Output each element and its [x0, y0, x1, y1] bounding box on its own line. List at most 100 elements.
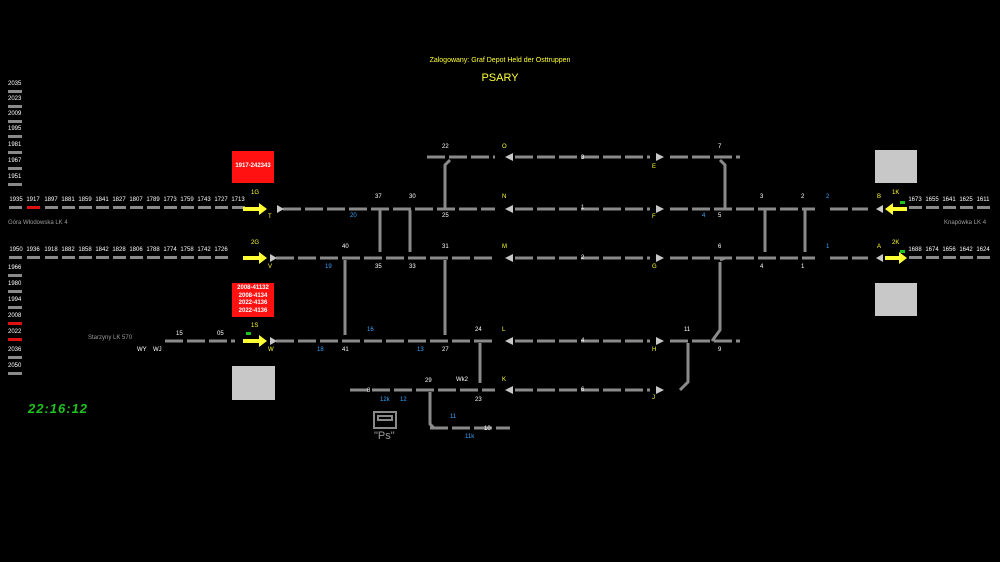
train-number[interactable]: 1726	[214, 247, 228, 253]
train-number[interactable]: 1625	[959, 197, 973, 203]
signal-W[interactable]: W	[268, 347, 274, 353]
train-number[interactable]: 1917	[26, 197, 40, 203]
switch-number[interactable]: 4	[760, 264, 764, 270]
train-number[interactable]: 1935	[9, 197, 23, 203]
switch-number[interactable]: 33	[409, 264, 416, 270]
signal-2K[interactable]: 2K	[892, 240, 900, 246]
train-number[interactable]: 1759	[180, 197, 194, 203]
switch-number[interactable]: 8	[367, 388, 371, 394]
train-number[interactable]: 1611	[976, 197, 990, 203]
train-number[interactable]: 1842	[95, 247, 109, 253]
train-number[interactable]: 1827	[112, 197, 126, 203]
train-number[interactable]: 1881	[61, 197, 75, 203]
signal-O[interactable]: O	[502, 144, 507, 150]
train-number[interactable]: 1897	[44, 197, 58, 203]
signal-Wk2[interactable]: Wk2	[456, 377, 468, 383]
switch-number[interactable]: 37	[375, 194, 382, 200]
switch-number[interactable]: 40	[342, 244, 349, 250]
signal-1S[interactable]: 1S	[251, 323, 259, 329]
blue-block-number[interactable]: 19	[325, 264, 332, 270]
switch-number[interactable]: 41	[342, 347, 349, 353]
switch-number[interactable]: 2	[801, 194, 805, 200]
blue-block-number[interactable]: 20	[350, 213, 357, 219]
switch-number[interactable]: 22	[442, 144, 449, 150]
signal-1K[interactable]: 1K	[892, 190, 900, 196]
blue-block-number[interactable]: 11k	[465, 434, 475, 440]
blue-block-number[interactable]: 1	[826, 244, 830, 250]
train-number[interactable]: 1936	[26, 247, 40, 253]
train-number[interactable]: 1656	[942, 247, 956, 253]
train-number[interactable]: 1828	[112, 247, 126, 253]
train-number[interactable]: 1789	[146, 197, 160, 203]
switch-number[interactable]: 6	[718, 244, 722, 250]
signal-T[interactable]: T	[268, 214, 272, 220]
switch-number[interactable]: 25	[442, 213, 449, 219]
switch-number[interactable]: 15	[176, 331, 183, 337]
train-number[interactable]: 1859	[78, 197, 92, 203]
signal-1G[interactable]: 1G	[251, 190, 260, 196]
blue-block-number[interactable]: 4	[702, 213, 706, 219]
signal-H[interactable]: H	[652, 347, 657, 353]
signal-WJ[interactable]: WJ	[153, 347, 162, 353]
signal-K[interactable]: K	[502, 377, 507, 383]
train-number[interactable]: 1642	[959, 247, 973, 253]
signal-2G[interactable]: 2G	[251, 240, 260, 246]
train-number[interactable]: 1841	[95, 197, 109, 203]
train-number[interactable]: 1688	[908, 247, 922, 253]
signal-A[interactable]: A	[877, 244, 882, 250]
signal-V[interactable]: V	[268, 264, 273, 270]
switch-number[interactable]: 27	[442, 347, 449, 353]
switch-number[interactable]: 11	[684, 327, 691, 333]
signal-G[interactable]: G	[652, 264, 657, 270]
blue-block-number[interactable]: 11	[450, 414, 457, 420]
train-number[interactable]: 1742	[197, 247, 211, 253]
train-number[interactable]: 1950	[9, 247, 23, 253]
signal-L[interactable]: L	[502, 327, 506, 333]
signal-E[interactable]: E	[652, 164, 657, 170]
blue-block-number[interactable]: 13	[417, 347, 424, 353]
switch-number[interactable]: 29	[425, 378, 432, 384]
ps-signal-label[interactable]: "Ps"	[374, 430, 395, 442]
train-number[interactable]: 1788	[146, 247, 160, 253]
blue-block-number[interactable]: 16	[367, 327, 374, 333]
switch-number[interactable]: 35	[375, 264, 382, 270]
switch-number[interactable]: 30	[409, 194, 416, 200]
train-number[interactable]: 1624	[976, 247, 990, 253]
signal-F[interactable]: F	[652, 214, 656, 220]
empty-slot-box-lower-left[interactable]	[232, 366, 275, 400]
signal-WY[interactable]: WY	[137, 347, 147, 353]
train-number[interactable]: 1743	[197, 197, 211, 203]
switch-number[interactable]: 9	[718, 347, 722, 353]
train-number[interactable]: 1713	[231, 197, 245, 203]
train-number[interactable]: 1641	[942, 197, 956, 203]
switch-number[interactable]: 7	[718, 144, 722, 150]
blue-block-number[interactable]: 2	[826, 194, 830, 200]
train-number[interactable]: 1674	[925, 247, 939, 253]
empty-slot-box-right-bottom[interactable]	[875, 283, 917, 316]
train-number[interactable]: 1758	[180, 247, 194, 253]
blue-block-number[interactable]: 12k	[380, 397, 390, 403]
switch-number[interactable]: 24	[475, 327, 482, 333]
train-number[interactable]: 1858	[78, 247, 92, 253]
switch-number[interactable]: 3	[760, 194, 764, 200]
switch-number[interactable]: 31	[442, 244, 449, 250]
signal-N[interactable]: N	[502, 194, 507, 200]
signal-J[interactable]: J	[652, 395, 655, 401]
train-number[interactable]: 1918	[44, 247, 58, 253]
empty-slot-box-right-top[interactable]	[875, 150, 917, 183]
blue-block-number[interactable]: 12	[400, 397, 407, 403]
switch-number[interactable]: 10	[484, 426, 491, 432]
train-number[interactable]: 1774	[163, 247, 177, 253]
train-number[interactable]: 1655	[925, 197, 939, 203]
switch-number[interactable]: 5	[718, 213, 722, 219]
signal-M[interactable]: M	[502, 244, 507, 250]
train-number[interactable]: 1773	[163, 197, 177, 203]
train-alert-box-top[interactable]: 1917-242343	[232, 151, 274, 183]
train-number[interactable]: 1807	[129, 197, 143, 203]
switch-number[interactable]: 23	[475, 397, 482, 403]
train-number[interactable]: 1673	[908, 197, 922, 203]
switch-number[interactable]: 05	[217, 331, 224, 337]
signal-B[interactable]: B	[877, 194, 882, 200]
train-number[interactable]: 1882	[61, 247, 75, 253]
train-number[interactable]: 1806	[129, 247, 143, 253]
